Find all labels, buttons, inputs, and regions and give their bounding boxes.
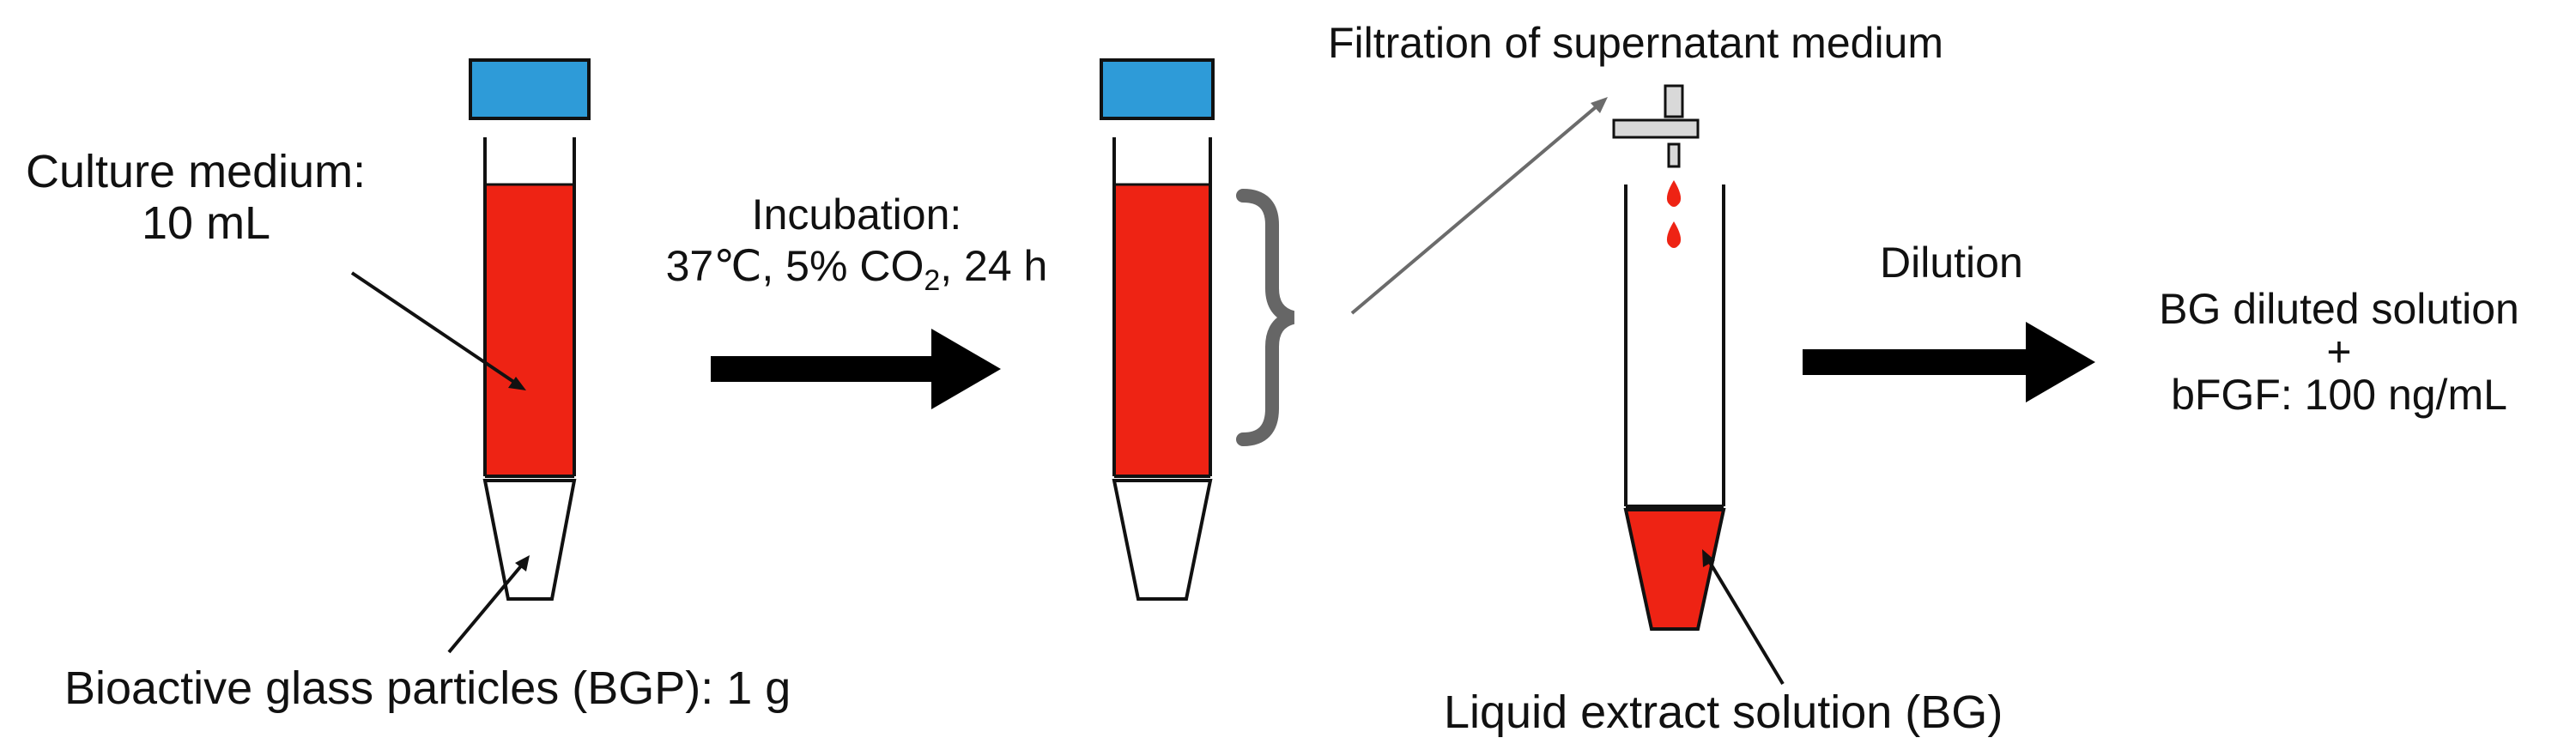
tube-3-extract: [1623, 508, 1726, 631]
tube-3: [1623, 184, 1726, 631]
tube-2: [1100, 58, 1215, 601]
culture-medium-label: Culture medium: 10 mL: [26, 146, 429, 249]
incubation-label: Incubation: 37℃, 5% CO2, 24 h: [642, 189, 1071, 306]
tube-2-medium: [1114, 184, 1210, 476]
tube-1-cap: [469, 58, 591, 120]
filtration-label: Filtration of supernatant medium: [1328, 19, 1944, 67]
result-label-line2: +: [2326, 328, 2352, 376]
culture-medium-pointer-head: [508, 377, 526, 390]
incubation-arrow: [711, 329, 1001, 409]
culture-medium-pointer: [350, 271, 519, 386]
result-label-line3: bFGF: 100 ng/mL: [2171, 371, 2507, 419]
culture-medium-label-line2: 10 mL: [142, 197, 271, 249]
supernatant-brace: [1236, 189, 1295, 446]
dilution-arrow: [1803, 322, 2095, 402]
drop-1: [1666, 180, 1682, 207]
bgp-pointer-head: [515, 555, 530, 572]
tube-1-conical-tip: [482, 479, 577, 601]
drop-2: [1666, 221, 1682, 248]
liquid-extract-label: Liquid extract solution (BG): [1444, 686, 2003, 738]
tube-2-cap: [1100, 58, 1215, 120]
culture-medium-label-line1: Culture medium:: [26, 146, 367, 197]
result-label: BG diluted solution + bFGF: 100 ng/mL: [2120, 283, 2558, 420]
filtration-pointer: [1350, 105, 1598, 315]
tube-1-medium: [485, 184, 574, 476]
extract-pointer-head: [1702, 549, 1715, 567]
tube-1: [469, 58, 591, 601]
dilution-label: Dilution: [1880, 239, 2023, 287]
result-label-line1: BG diluted solution: [2159, 285, 2519, 333]
bgp-pointer: [447, 561, 525, 654]
incubation-label-line1: Incubation:: [751, 191, 962, 239]
bgp-label: Bioactive glass particles (BGP): 1 g: [64, 662, 791, 714]
tube-2-conical-tip: [1112, 479, 1213, 601]
incubation-label-line2: 37℃, 5% CO2, 24 h: [665, 242, 1048, 297]
syringe-filter: [1612, 84, 1700, 168]
extract-pointer: [1706, 558, 1785, 686]
filtration-pointer-head: [1591, 97, 1608, 113]
